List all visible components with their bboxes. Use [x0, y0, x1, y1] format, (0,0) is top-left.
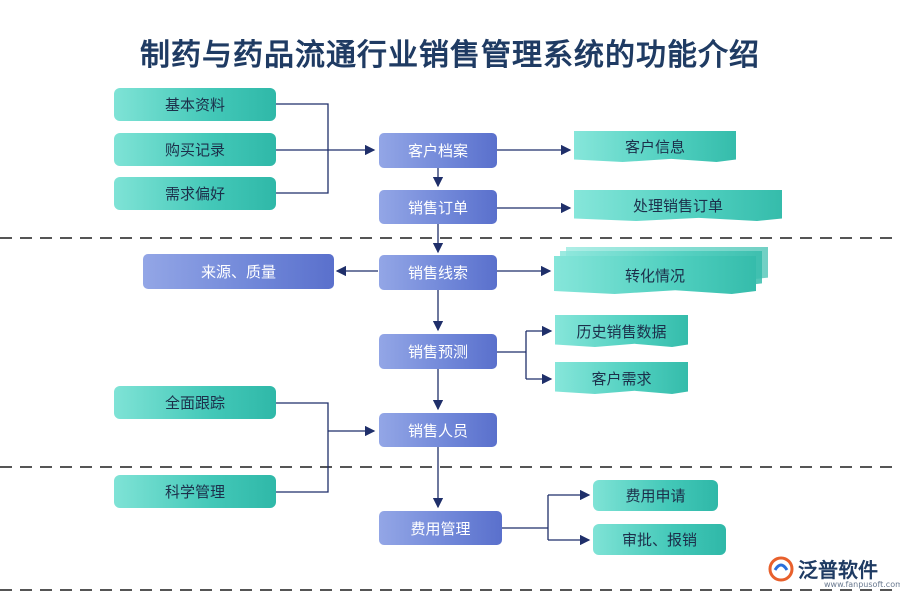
- node-expense-mgmt: 费用管理: [379, 511, 502, 545]
- fanpu-logo-icon: [768, 556, 794, 581]
- output-expense-apply: 费用申请: [593, 480, 718, 511]
- node-sales-staff: 销售人员: [379, 413, 497, 447]
- input-scientific-mgmt: 科学管理: [114, 475, 276, 508]
- output-history-data: 历史销售数据: [555, 315, 688, 347]
- node-sales-order: 销售订单: [379, 190, 497, 224]
- input-basic-info: 基本资料: [114, 88, 276, 121]
- output-approve-reimburse: 审批、报销: [593, 524, 726, 555]
- node-sales-leads: 销售线索: [379, 255, 497, 290]
- node-customer-archive: 客户档案: [379, 133, 497, 168]
- logo-url: www.fanpusoft.com: [824, 580, 900, 589]
- input-purchase-record: 购买记录: [114, 133, 276, 166]
- input-full-tracking: 全面跟踪: [114, 386, 276, 419]
- output-source-quality: 来源、质量: [143, 254, 334, 289]
- brand-logo: 泛普软件: [768, 554, 878, 583]
- output-process-order: 处理销售订单: [574, 190, 782, 221]
- input-preference: 需求偏好: [114, 177, 276, 210]
- output-customer-info: 客户信息: [574, 131, 736, 162]
- output-customer-demand: 客户需求: [555, 362, 688, 394]
- page-title: 制药与药品流通行业销售管理系统的功能介绍: [140, 38, 760, 73]
- logo-name: 泛普软件: [798, 558, 878, 582]
- node-sales-forecast: 销售预测: [379, 334, 497, 369]
- output-conversion: 转化情况: [554, 256, 756, 294]
